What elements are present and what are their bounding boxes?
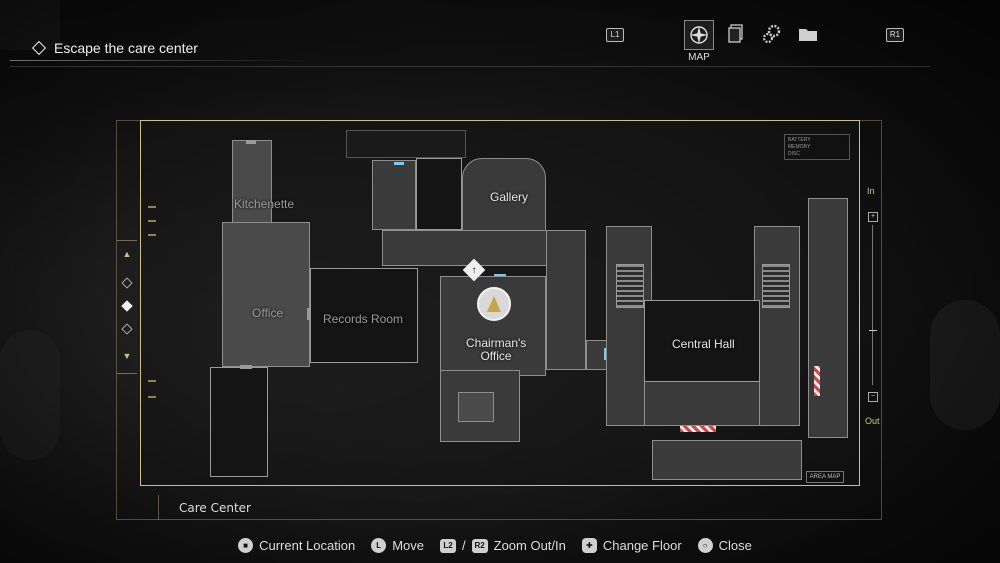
controls-bar: ■ Current Location L Move L2 / R2 Zoom O… bbox=[0, 538, 1000, 553]
zoom-track[interactable] bbox=[872, 225, 873, 385]
chairmans-desk bbox=[458, 392, 494, 422]
room-south-corridor[interactable] bbox=[210, 367, 268, 477]
label-gallery: Gallery bbox=[490, 190, 529, 204]
objective-underline bbox=[10, 60, 310, 61]
legend-memory: MEMORY bbox=[788, 144, 811, 150]
door bbox=[240, 365, 252, 369]
label-office: Office bbox=[252, 306, 284, 320]
zoom-in-label: In bbox=[867, 186, 875, 196]
west-staircase bbox=[616, 264, 644, 308]
tab-files[interactable] bbox=[794, 20, 822, 48]
tab-map[interactable] bbox=[684, 20, 714, 50]
floor-up-button[interactable]: ▲ bbox=[122, 249, 132, 259]
documents-icon bbox=[728, 24, 743, 43]
square-button-icon: ■ bbox=[238, 538, 254, 553]
east-staircase bbox=[762, 264, 790, 308]
door-unlocked bbox=[394, 162, 404, 165]
settings-gear-icon bbox=[762, 24, 781, 44]
control-label: Close bbox=[718, 538, 752, 553]
tab-map-label: MAP bbox=[688, 52, 710, 63]
door bbox=[307, 308, 311, 320]
map-compass-icon bbox=[690, 26, 708, 44]
central-hall-floor bbox=[644, 300, 760, 382]
scale-tick bbox=[148, 396, 156, 398]
tab-prev-shoulder[interactable]: L1 bbox=[606, 28, 624, 42]
label-records-room: Records Room bbox=[323, 312, 404, 326]
scale-tick bbox=[148, 234, 156, 236]
room-gallery[interactable] bbox=[462, 158, 546, 232]
tab-documents[interactable] bbox=[722, 20, 750, 48]
tab-settings[interactable] bbox=[758, 20, 786, 48]
area-map-button[interactable]: AREA MAP bbox=[806, 471, 844, 483]
room-unexplored-closet[interactable] bbox=[416, 158, 462, 230]
tab-next-shoulder[interactable]: R1 bbox=[886, 28, 904, 42]
label-kitchenette: Kitchenette bbox=[234, 197, 295, 211]
map-legend: BATTERY MEMORY DISC bbox=[784, 134, 850, 160]
door-unlocked bbox=[604, 348, 607, 360]
circle-button-icon: ○ bbox=[697, 538, 713, 553]
header-rule bbox=[10, 66, 930, 67]
scale-tick bbox=[148, 220, 156, 222]
background-goblet bbox=[0, 330, 60, 460]
zoom-out-label: Out bbox=[865, 416, 880, 426]
room-south-lobby[interactable] bbox=[652, 440, 802, 480]
control-move[interactable]: L Move bbox=[371, 538, 424, 553]
control-zoom[interactable]: L2 / R2 Zoom Out/In bbox=[440, 538, 566, 553]
room-north-storage[interactable] bbox=[346, 130, 466, 158]
scale-tick bbox=[148, 380, 156, 382]
objective-diamond-icon bbox=[31, 40, 47, 56]
zoom-out-button[interactable]: − bbox=[868, 392, 878, 402]
door-locked bbox=[814, 366, 820, 396]
control-label: Zoom Out/In bbox=[493, 538, 566, 553]
control-current-location[interactable]: ■ Current Location bbox=[238, 538, 355, 553]
room-east-corridor[interactable] bbox=[546, 230, 586, 370]
door bbox=[246, 140, 256, 144]
area-name: Care Center bbox=[158, 495, 318, 520]
control-separator: / bbox=[462, 538, 466, 553]
r2-button-icon: R2 bbox=[471, 538, 488, 553]
objective-text: Escape the care center bbox=[54, 40, 198, 56]
room-east-stairwell[interactable] bbox=[754, 226, 800, 426]
player-location-icon bbox=[477, 287, 511, 321]
control-label: Current Location bbox=[259, 538, 356, 553]
room-west-passage[interactable] bbox=[372, 160, 416, 230]
left-stick-icon: L bbox=[371, 538, 387, 553]
room-office[interactable] bbox=[222, 222, 310, 367]
control-change-floor[interactable]: ✚ Change Floor bbox=[581, 538, 682, 553]
control-label: Change Floor bbox=[602, 538, 682, 553]
floor-down-button[interactable]: ▼ bbox=[122, 351, 132, 361]
zoom-in-button[interactable]: + bbox=[868, 212, 878, 222]
door-unlocked bbox=[494, 274, 506, 277]
door-locked bbox=[680, 426, 716, 432]
legend-disc: DISC bbox=[788, 151, 800, 157]
room-kitchenette[interactable] bbox=[232, 140, 272, 230]
label-chairmans-office: Chairman's Office bbox=[466, 336, 527, 363]
dpad-icon: ✚ bbox=[581, 538, 597, 553]
room-east-wing[interactable] bbox=[808, 198, 848, 438]
label-central-hall: Central Hall bbox=[672, 337, 735, 351]
l2-button-icon: L2 bbox=[440, 538, 456, 553]
scale-tick bbox=[148, 206, 156, 208]
objective: Escape the care center bbox=[31, 40, 198, 56]
files-folder-icon bbox=[799, 29, 817, 41]
background-lamp bbox=[930, 300, 1000, 430]
control-close[interactable]: ○ Close bbox=[697, 538, 752, 553]
zoom-level-indicator[interactable] bbox=[869, 330, 877, 331]
legend-battery: BATTERY bbox=[788, 137, 811, 143]
control-label: Move bbox=[392, 538, 424, 553]
floor-selector bbox=[117, 240, 137, 374]
